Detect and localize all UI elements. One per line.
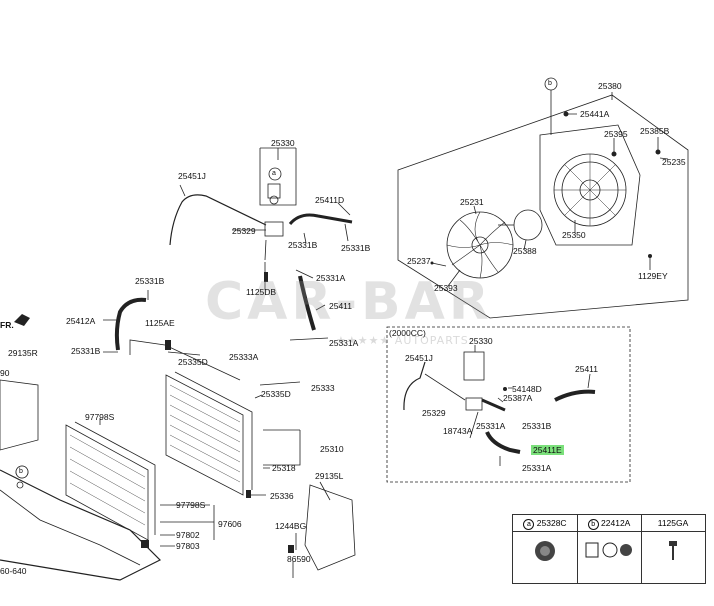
- part-label[interactable]: 97798S: [176, 500, 206, 510]
- part-label[interactable]: 25331A: [476, 421, 506, 431]
- part-label[interactable]: 25330: [271, 138, 295, 148]
- part-label[interactable]: 25231: [460, 197, 484, 207]
- legend-code[interactable]: 22412A: [601, 518, 631, 528]
- part-label[interactable]: 60-640: [0, 566, 27, 576]
- callout-b-fan-letter: b: [548, 80, 552, 87]
- callout-b-fan: [544, 77, 558, 91]
- watermark-sub: ★★★★★ AUTOPARTS: [336, 334, 469, 347]
- legend-col-a: a 25328C: [513, 515, 578, 583]
- air-guard-right: [0, 379, 39, 451]
- part-label[interactable]: 97606: [218, 519, 242, 529]
- legend-marker: b: [587, 519, 599, 530]
- part-label[interactable]: 25350: [562, 230, 586, 240]
- part-label[interactable]: 25336: [270, 491, 294, 501]
- part-label[interactable]: 1129EY: [638, 271, 668, 281]
- part-label[interactable]: 25412A: [66, 316, 96, 326]
- bolt-icon: [669, 541, 677, 560]
- part-label[interactable]: 25331B: [522, 421, 552, 431]
- part-label[interactable]: 90: [0, 368, 10, 378]
- fan-shroud: [539, 124, 641, 246]
- part-label[interactable]: 25318: [272, 463, 296, 473]
- part-label[interactable]: 25310: [320, 444, 344, 454]
- part-label[interactable]: 25235: [662, 157, 686, 167]
- part-label[interactable]: 25331A: [316, 273, 346, 283]
- part-label[interactable]: 97798S: [85, 412, 115, 422]
- part-label[interactable]: 25331A: [329, 338, 359, 348]
- part-label[interactable]: 29135R: [8, 348, 38, 358]
- part-label[interactable]: 25395: [604, 129, 628, 139]
- part-label-highlighted[interactable]: 25411E: [531, 445, 564, 455]
- part-label[interactable]: 97802: [176, 530, 200, 540]
- part-label[interactable]: 25335D: [178, 357, 208, 367]
- callout-a-filler-letter: a: [272, 170, 276, 177]
- part-label[interactable]: 1125DB: [246, 287, 277, 297]
- clip-set-icon: [585, 542, 632, 558]
- callout-b-carrier: [15, 465, 29, 479]
- front-carrier: [0, 469, 162, 581]
- part-label[interactable]: 25388: [513, 246, 537, 256]
- part-label[interactable]: 25451J: [178, 171, 206, 181]
- part-label[interactable]: 25387A: [503, 393, 533, 403]
- vent-hose: [169, 194, 267, 246]
- part-label[interactable]: 25380: [598, 81, 622, 91]
- part-label[interactable]: 54148D: [512, 384, 542, 394]
- part-label[interactable]: 25385B: [640, 126, 670, 136]
- radiator: [165, 374, 244, 496]
- part-label[interactable]: 25411: [329, 301, 353, 311]
- part-label[interactable]: 97803: [176, 541, 200, 551]
- variant-title: (2000CC): [389, 328, 426, 338]
- part-label[interactable]: 25329: [422, 408, 446, 418]
- callout-a-filler: [268, 167, 282, 181]
- lower-hose: [114, 297, 147, 351]
- part-label[interactable]: 25329: [232, 226, 256, 236]
- part-label[interactable]: 25331B: [135, 276, 165, 286]
- variant-2000cc-box: [386, 326, 631, 483]
- grommet-icon: [535, 541, 555, 561]
- fastener-legend: a 25328C b 22412A 1125GA: [512, 514, 706, 584]
- legend-col-b: b 22412A: [577, 515, 642, 583]
- air-guard-left: [304, 484, 356, 571]
- front-direction-label: FR.: [0, 320, 14, 330]
- legend-code[interactable]: 1125GA: [657, 518, 689, 528]
- part-label[interactable]: 25331B: [71, 346, 101, 356]
- part-label[interactable]: 25335D: [261, 389, 291, 399]
- fan-motor: [513, 209, 543, 241]
- part-label[interactable]: 25330: [469, 336, 493, 346]
- part-label[interactable]: 1125AE: [145, 318, 175, 328]
- part-label[interactable]: 25331B: [288, 240, 318, 250]
- callout-b-carrier-letter: b: [19, 468, 23, 475]
- legend-code[interactable]: 25328C: [536, 518, 567, 528]
- radiator-hose: [298, 275, 316, 331]
- legend-marker: a: [523, 519, 535, 530]
- part-label[interactable]: 25333: [311, 383, 335, 393]
- front-arrow: [14, 314, 30, 326]
- part-label[interactable]: 25331A: [522, 463, 552, 473]
- part-label[interactable]: 25441A: [580, 109, 610, 119]
- upper-hose: [288, 213, 353, 226]
- part-label[interactable]: 25411: [575, 364, 599, 374]
- part-label[interactable]: 25411D: [315, 195, 345, 205]
- part-label[interactable]: 86590: [287, 554, 311, 564]
- part-label[interactable]: 25393: [434, 283, 458, 293]
- part-label[interactable]: 25333A: [229, 352, 259, 362]
- watermark: CAR-BAR: [205, 272, 493, 332]
- legend-col-c: 1125GA: [641, 515, 705, 583]
- part-label[interactable]: 25237: [407, 256, 431, 266]
- part-label[interactable]: 1244BG: [275, 521, 307, 531]
- part-label[interactable]: 25331B: [341, 243, 371, 253]
- condenser: [65, 424, 149, 541]
- part-label[interactable]: 29135L: [315, 471, 344, 481]
- part-label[interactable]: 25451J: [405, 353, 433, 363]
- filler-neck: [264, 221, 284, 237]
- part-label[interactable]: 18743A: [443, 426, 473, 436]
